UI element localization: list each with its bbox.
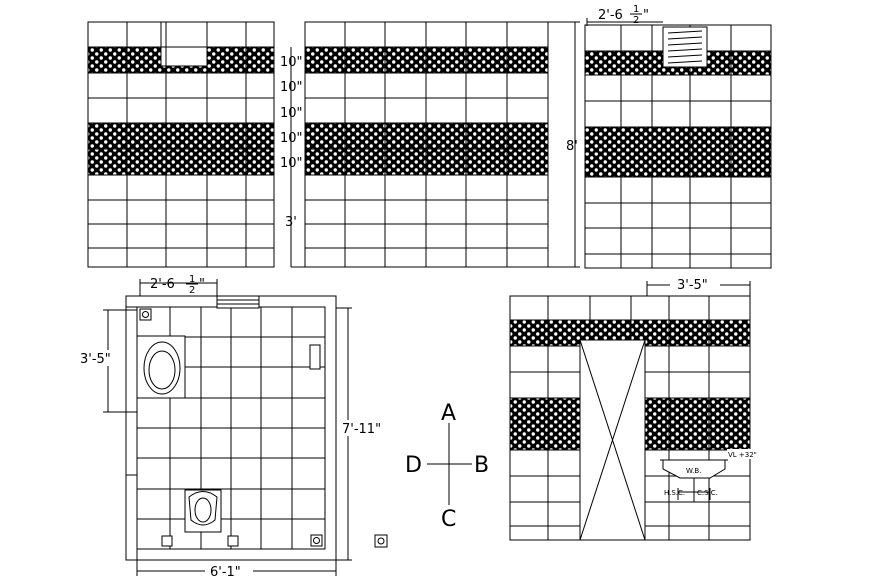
elevation-2-dims: 10" 10" 10" 10" 10" 3' 8': [280, 55, 578, 230]
compass-c: C: [441, 507, 456, 532]
decor-tile-band: [87, 122, 275, 150]
floor-trap: [310, 534, 323, 547]
wash-basin-elevation: [662, 459, 726, 479]
compass-d: D: [405, 453, 422, 478]
compass-a: A: [441, 401, 456, 426]
door-threshold: [216, 295, 260, 309]
wc-pan: [188, 491, 218, 526]
louvre-window: [662, 26, 708, 68]
elevation-4-labels: 3'-5" W.B. VL +32" H.S.C. C.S.C.: [664, 276, 757, 497]
basin-dim: 3'-5": [80, 352, 111, 367]
svg-text:2: 2: [189, 285, 195, 296]
tap-fixture: [309, 344, 321, 370]
hsc-label: H.S.C.: [664, 489, 685, 497]
svg-text:2: 2: [633, 15, 639, 26]
elevation-3: [584, 18, 772, 269]
row-dim: 10": [280, 80, 303, 95]
door-dim: 2'-6: [150, 277, 175, 292]
width-dim: 6'-1": [210, 565, 241, 580]
row-dim: 10": [280, 156, 303, 171]
elevation-3-dim: 2'-6 1 2 ": [598, 4, 649, 26]
svg-text:1: 1: [189, 274, 195, 285]
width-dim: 2'-6: [598, 8, 623, 23]
tap-fixture: [161, 535, 173, 547]
elevation-1: [87, 21, 275, 268]
direction-compass: A B C D: [405, 401, 489, 532]
depth-dim: 7'-11": [342, 422, 381, 437]
floor-trap: [374, 534, 388, 548]
top-dim: 3'-5": [677, 278, 708, 293]
row-dim: 10": [280, 131, 303, 146]
elevation-2: [290, 21, 580, 268]
svg-text:": ": [199, 277, 205, 292]
svg-text:1: 1: [633, 4, 639, 15]
floor-trap: [139, 308, 152, 321]
svg-text:": ": [643, 8, 649, 23]
decor-tile-band: [584, 151, 772, 178]
height-dim: 8': [566, 139, 578, 154]
row-dim: 10": [280, 106, 303, 121]
elevation-4: [509, 281, 751, 541]
decor-tile-band: [584, 126, 772, 153]
floor-plan: [103, 279, 388, 576]
window-opening: [160, 21, 208, 67]
tap-fixture: [227, 535, 239, 547]
vl-label: VL +32": [728, 451, 757, 459]
floor-plan-dims: 2'-6 1 2 " 3'-5" 7'-11" 6'-1": [78, 274, 388, 580]
wb-label: W.B.: [686, 467, 701, 475]
wash-basin: [136, 335, 186, 399]
csc-label: C.S.C.: [697, 489, 718, 497]
row-dim: 10": [280, 55, 303, 70]
compass-b: B: [474, 453, 489, 478]
base-dim: 3': [285, 215, 297, 230]
